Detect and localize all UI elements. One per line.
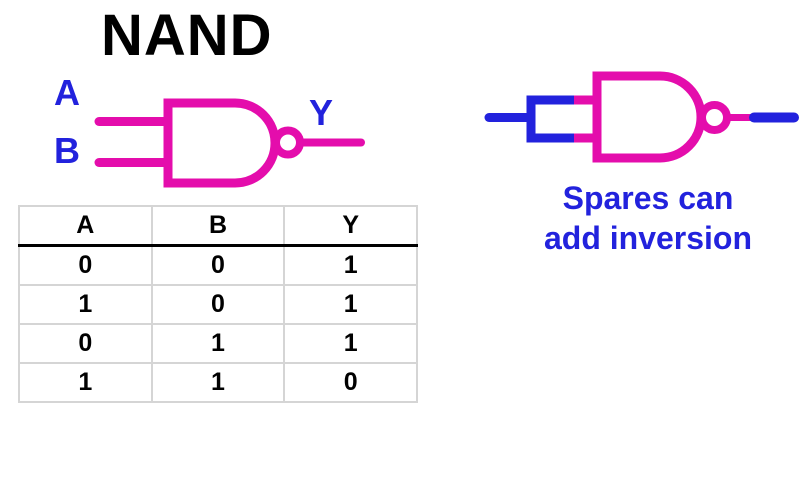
table-cell: 1: [18, 284, 153, 325]
table-cell: 1: [18, 362, 153, 403]
header-cell-y: Y: [283, 205, 418, 247]
page-title: NAND: [101, 3, 273, 68]
nand-gate-main: [94, 98, 365, 188]
annotation-line-1: Spares can: [562, 180, 734, 216]
input-a-label: A: [54, 72, 80, 113]
nand-gate-body: [163, 98, 280, 188]
table-row: 0 0 1: [18, 244, 418, 286]
spares-annotation: Spares can add inversion: [515, 178, 781, 258]
header-cell-b: B: [150, 205, 286, 247]
table-cell: 0: [150, 284, 286, 325]
annotation-line-2: add inversion: [543, 220, 753, 256]
table-cell: 1: [283, 284, 418, 325]
input-b-label: B: [54, 130, 80, 171]
tied-inputs-bracket-wire: [526, 95, 574, 143]
table-row: 0 1 1: [18, 323, 418, 364]
output-y-label: Y: [309, 92, 334, 133]
spare-nand-gate-body: [592, 71, 706, 163]
table-row: 1 0 1: [18, 284, 418, 325]
inversion-bubble: [272, 126, 304, 159]
table-cell: 1: [150, 323, 286, 364]
header-cell-a: A: [18, 205, 153, 247]
spare-inversion-bubble: [698, 101, 731, 134]
truth-table-header: A B Y: [18, 205, 418, 247]
nand-gate-spare-inverter: [484, 71, 799, 163]
table-cell: 0: [150, 244, 286, 286]
truth-table-body: 0 0 1 1 0 1 0 1 1 1 1 0: [18, 244, 418, 403]
table-cell: 1: [283, 244, 418, 286]
table-row: 1 1 0: [18, 362, 418, 403]
table-cell: 0: [18, 323, 153, 364]
table-cell: 0: [283, 362, 418, 403]
table-cell: 0: [18, 244, 153, 286]
table-cell: 1: [150, 362, 286, 403]
table-cell: 1: [283, 323, 418, 364]
table-header-row: A B Y: [18, 205, 418, 247]
truth-table: A B Y 0 0 1 1 0 1 0 1 1 1 1: [18, 205, 418, 403]
